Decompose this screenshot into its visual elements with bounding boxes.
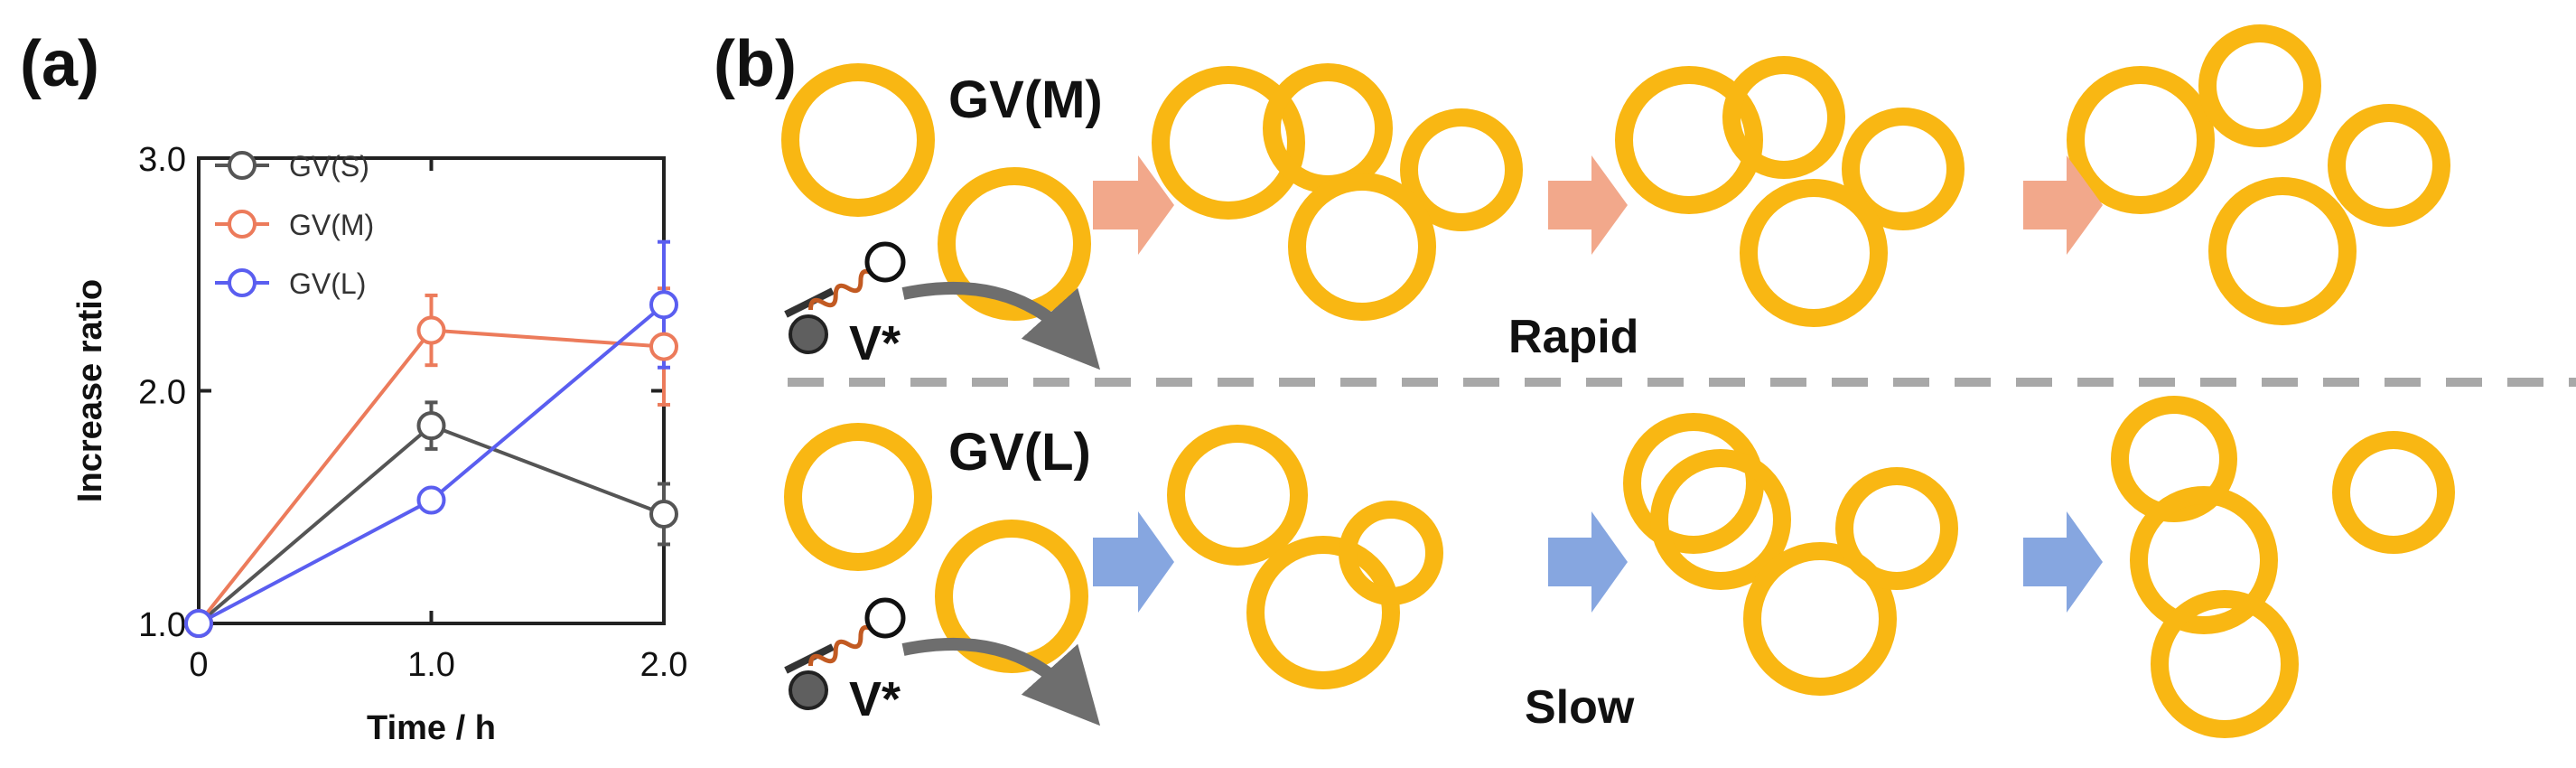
data-point [416, 411, 446, 441]
top-arrow-3 [2023, 155, 2103, 255]
vesicle [1339, 501, 1443, 605]
vesicle [1246, 536, 1400, 689]
reagent-head-icon [864, 241, 906, 283]
vesicle [2130, 486, 2278, 634]
bottom-row-title: GV(L) [948, 423, 1091, 482]
reagent-anchor-icon [789, 314, 828, 354]
vesicle-schematic: GV(M) GV(L) Rapid Slow [781, 24, 2576, 738]
x-tick-label: 1.0 [407, 646, 455, 684]
reagent-head-icon [864, 597, 906, 639]
reagent-label: V* [849, 672, 901, 726]
y-tick-label: 2.0 [138, 374, 186, 412]
y-axis-label: Increase ratio [71, 279, 109, 502]
data-point [416, 485, 446, 515]
curved-arrow-icon [901, 281, 1101, 370]
curved-arrow-icon [901, 637, 1101, 726]
vesicle [938, 167, 1091, 321]
vesicle [1167, 425, 1308, 566]
vesicle [2151, 590, 2299, 738]
panel-b-label: (b) [714, 28, 797, 100]
panel-b: (b) GV(M) GV(L) Rapid Slow [714, 0, 2576, 768]
bottom-arrow-2 [1548, 511, 1628, 613]
vesicle [1740, 179, 1888, 327]
series-line [197, 328, 665, 625]
y-tick-label: 1.0 [138, 606, 186, 644]
vesicle [1835, 467, 1958, 590]
vesicle [2328, 104, 2450, 227]
data-point [184, 609, 213, 638]
top-arrow-1 [1093, 155, 1174, 255]
reagent-v-star-bottom: V* [784, 597, 1101, 726]
vesicle [1743, 542, 1897, 696]
vesicle [1650, 449, 1791, 590]
reagent-label: V* [849, 316, 901, 370]
top-speed-label: Rapid [1508, 311, 1638, 363]
vesicle [1722, 56, 1845, 179]
x-axis-label: Time / h [367, 709, 496, 747]
vesicle [2332, 431, 2455, 554]
data-point [416, 315, 446, 345]
legend-label: GV(M) [289, 209, 374, 241]
data-point [649, 499, 678, 529]
legend-marker [228, 151, 257, 180]
x-tick-label: 2.0 [640, 646, 688, 684]
vesicle [1400, 108, 1523, 231]
top-arrow-2 [1548, 155, 1628, 255]
data-point [649, 332, 678, 361]
vesicle [2067, 66, 2215, 214]
vesicle [2198, 24, 2321, 147]
legend-label: GV(S) [289, 150, 369, 183]
vesicle [1288, 173, 1436, 321]
x-tick-label: 0 [189, 646, 208, 684]
plot-frame [197, 156, 666, 625]
bottom-arrow-3 [2023, 511, 2103, 613]
reagent-anchor-icon [789, 670, 828, 710]
vesicle [1615, 66, 1763, 214]
legend-label: GV(L) [289, 267, 366, 300]
vesicle [1623, 413, 1764, 554]
top-row-title: GV(M) [948, 70, 1103, 129]
series-line [197, 423, 665, 625]
vesicle [935, 520, 1088, 673]
vesicle [1152, 66, 1305, 220]
bottom-arrow-1 [1093, 511, 1174, 613]
vesicle [2208, 177, 2357, 325]
bottom-speed-label: Slow [1525, 681, 1635, 734]
vesicle [784, 423, 932, 571]
legend-marker [228, 268, 257, 297]
legend-marker [228, 210, 257, 239]
vesicle [781, 63, 935, 217]
y-tick-label: 3.0 [138, 141, 186, 179]
panel-a-label: (a) [20, 28, 99, 100]
reagent-v-star-top: V* [784, 241, 1101, 370]
vesicle [1842, 108, 1965, 230]
data-point [649, 290, 678, 320]
vesicle [2111, 396, 2237, 522]
